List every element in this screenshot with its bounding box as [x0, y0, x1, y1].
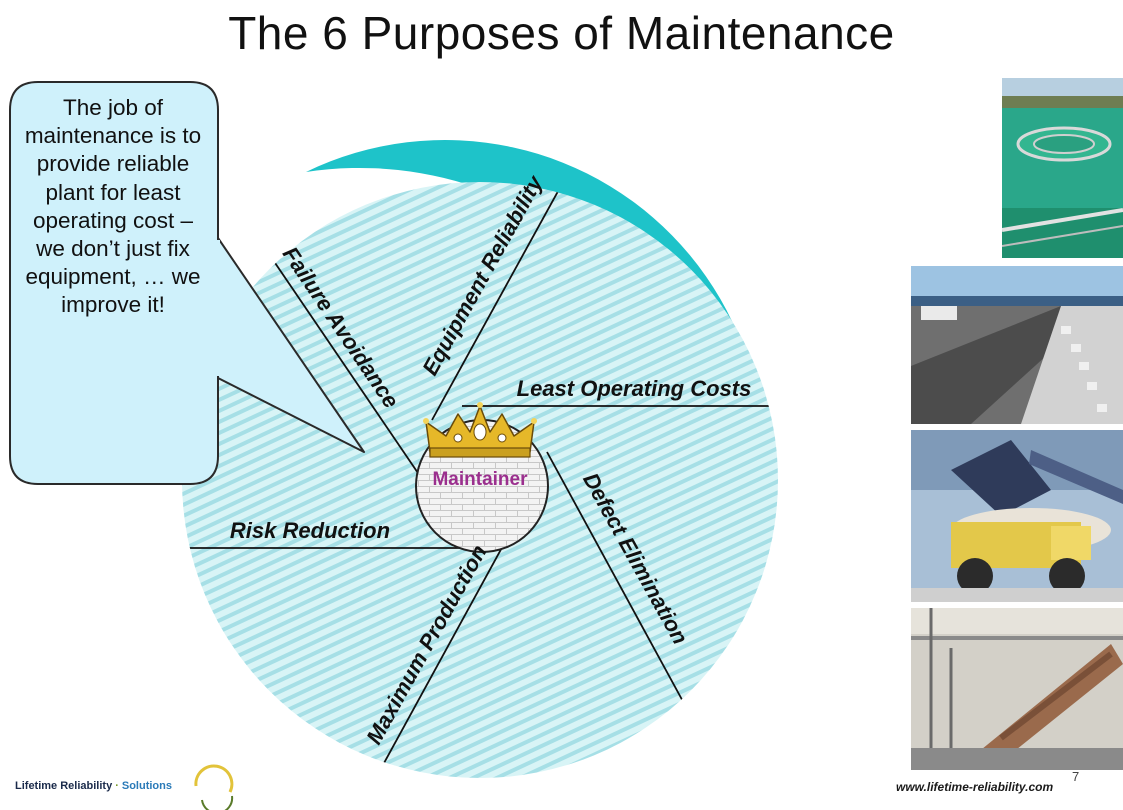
slide-title: The 6 Purposes of Maintenance: [228, 7, 895, 59]
crown-icon: [423, 402, 537, 458]
conveyor-belt-photo: [911, 266, 1123, 424]
maintainer-label: Maintainer: [432, 469, 528, 490]
footer-url[interactable]: www.lifetime-reliability.com: [896, 780, 1054, 794]
mining-truck-loading-photo: [911, 430, 1123, 602]
water-treatment-pond-photo: [1002, 78, 1123, 258]
footer-brand-suffix: Solutions: [121, 780, 172, 792]
footer-brand-name: Lifetime Reliability: [15, 780, 113, 792]
footer-brand: Lifetime Reliability·Solutions: [15, 780, 172, 792]
footer-brand-separator: ·: [115, 780, 119, 792]
callout-text: The job of maintenance is to provide rel…: [24, 95, 202, 318]
callout-bubble: [9, 81, 219, 485]
rotary-kiln-photo: [911, 608, 1123, 770]
sector-label-risk-reduction: Risk Reduction: [230, 518, 390, 543]
lifetime-reliability-logo-icon: [194, 764, 234, 810]
page-number: 7: [1072, 769, 1080, 784]
sector-label-least-operating-costs: Least Operating Costs: [517, 376, 752, 401]
